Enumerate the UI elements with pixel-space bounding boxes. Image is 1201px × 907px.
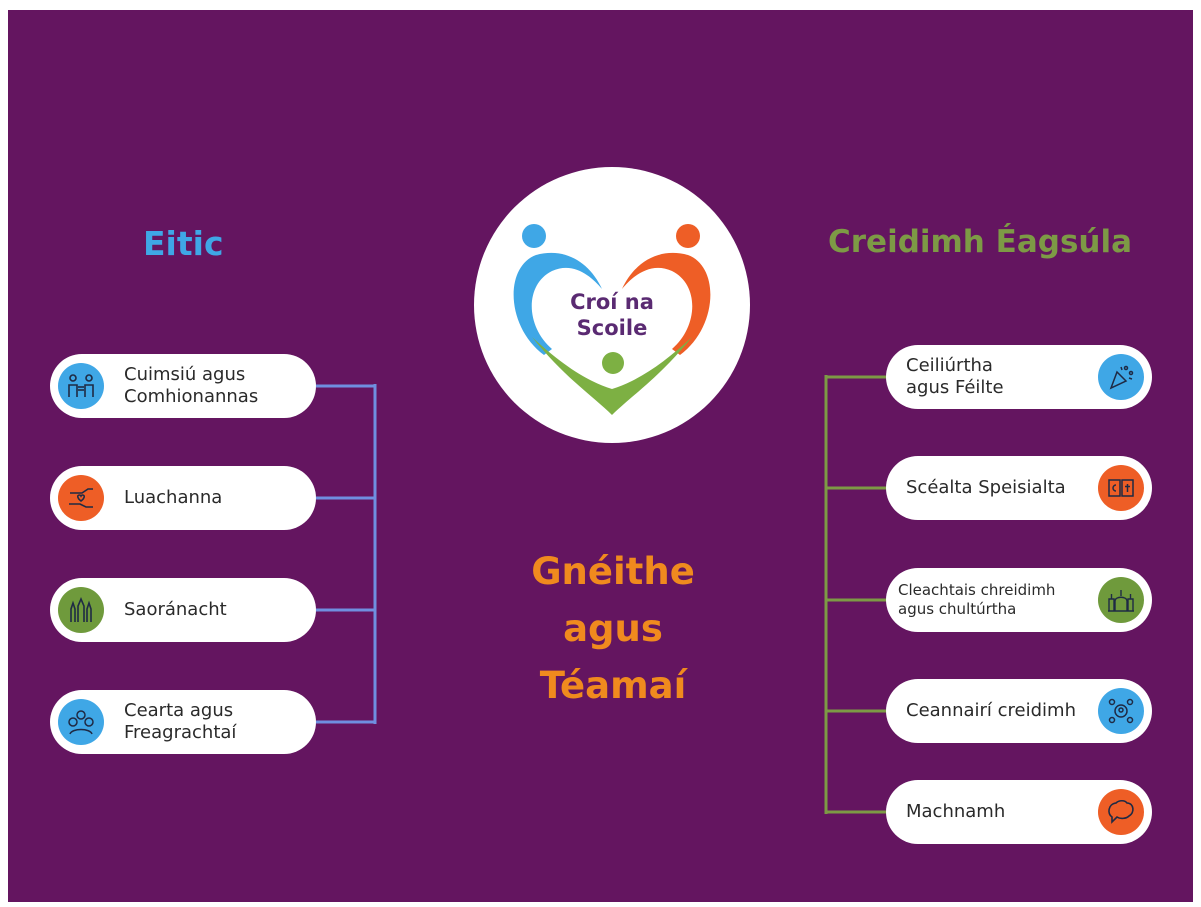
logo-line-1: Croí na	[570, 290, 654, 314]
places-of-worship-icon	[1098, 577, 1144, 623]
hands-heart-icon	[58, 475, 104, 521]
creidimh-item-line-1: Cleachtais chreidimh	[898, 581, 1056, 599]
creidimh-item-line-1: Ceiliúrtha	[906, 355, 993, 376]
raised-hands-icon	[58, 587, 104, 633]
eitic-item-luachanna: Luachanna	[50, 466, 316, 530]
creidimh-item-cleachtais: Cleachtais chreidimh agus chultúrtha	[886, 568, 1152, 632]
eitic-connector	[316, 384, 377, 724]
connector-lines	[316, 375, 887, 814]
creidimh-item-machnamh: Machnamh	[886, 780, 1152, 844]
eitic-item-line-2: Freagrachtaí	[124, 722, 237, 743]
eitic-item-cearta: Cearta agus Freagrachtaí	[50, 690, 316, 754]
creidimh-connector	[824, 375, 887, 814]
speech-bubble-icon	[1098, 789, 1144, 835]
eitic-item-line-1: Luachanna	[124, 487, 223, 508]
party-popper-icon	[1098, 354, 1144, 400]
eitic-item-cuimsiu: Cuimsiú agus Comhionannas	[50, 354, 316, 418]
creidimh-item-line-1: Machnamh	[906, 801, 1006, 822]
logo-line-2: Scoile	[576, 316, 648, 340]
center-title: Gnéithe agus Téamaí	[483, 543, 743, 714]
eitic-item-saoranacht: Saoránacht	[50, 578, 316, 642]
center-title-line-3: Téamaí	[539, 664, 687, 707]
creidimh-item-line-1: Ceannairí creidimh	[906, 700, 1076, 721]
creidimh-item-scealta: Scéalta Speisialta	[886, 456, 1152, 520]
heart-family-logo-icon	[513, 224, 711, 415]
leader-network-icon	[1098, 688, 1144, 734]
creidimh-item-line-1: Scéalta Speisialta	[906, 477, 1066, 498]
eitic-item-line-1: Cearta agus	[124, 700, 234, 721]
center-title-line-2: agus	[563, 607, 663, 650]
creidimh-item-ceannairi: Ceannairí creidimh	[886, 679, 1152, 743]
holy-books-icon	[1098, 465, 1144, 511]
creidimh-heading: Creidimh Éagsúla	[828, 224, 1133, 260]
creidimh-item-line-2: agus chultúrtha	[898, 600, 1017, 618]
creidimh-item-ceiliurtha: Ceiliúrtha agus Féilte	[886, 345, 1152, 409]
eitic-item-line-2: Comhionannas	[124, 386, 259, 407]
center-title-line-1: Gnéithe	[531, 550, 695, 593]
eitic-heading: Eitic	[143, 224, 224, 263]
eitic-item-line-1: Saoránacht	[124, 599, 227, 620]
diagram-canvas: Eitic Creidimh Éagsúla Croí na Scoile Gn…	[8, 10, 1193, 902]
creidimh-item-line-2: agus Féilte	[906, 377, 1004, 398]
croi-na-scoile-logo: Croí na Scoile	[474, 167, 750, 443]
eitic-item-line-1: Cuimsiú agus	[124, 364, 246, 385]
equality-people-icon	[58, 363, 104, 409]
globe-people-icon	[58, 699, 104, 745]
